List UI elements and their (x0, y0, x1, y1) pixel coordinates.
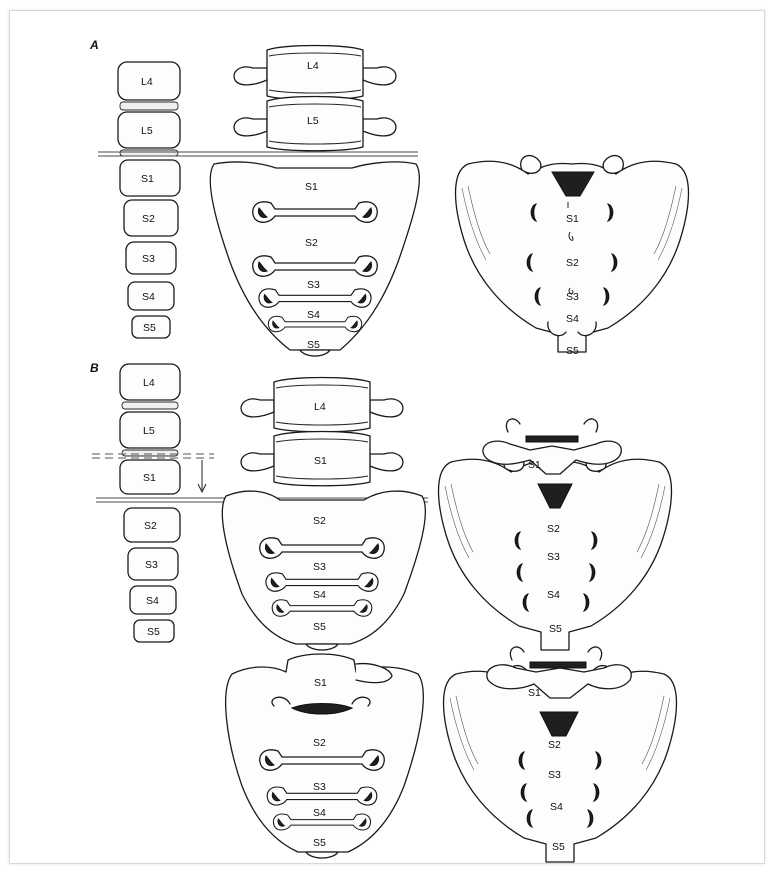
panel-label-b: B (90, 361, 99, 375)
posterior-c-label: S5 (552, 841, 565, 853)
anterior-view-b: L4 S1 S2 S3 S4 S5 (222, 378, 425, 651)
column-a-label: S3 (142, 253, 155, 265)
anterior-view-a: L4 L5 S1 S2 S3 S4 S5 (210, 46, 419, 357)
anterior-c-label: S1 (314, 677, 327, 689)
anterior-c-label: S3 (313, 781, 326, 793)
column-b-label: S5 (147, 626, 160, 638)
column-a-label: S5 (143, 322, 156, 334)
column-b-label: S2 (144, 520, 157, 532)
anterior-c-label: S2 (313, 737, 326, 749)
column-a-label: S1 (141, 173, 154, 185)
posterior-b-label: S1 (528, 459, 541, 471)
anterior-a-label: S1 (305, 181, 318, 193)
panel-label-a: A (89, 38, 99, 52)
posterior-b-label: S3 (547, 551, 560, 563)
posterior-c-label: S3 (548, 769, 561, 781)
column-b-label: S1 (143, 472, 156, 484)
posterior-a-label: S4 (566, 313, 579, 325)
anterior-b-label: S2 (313, 515, 326, 527)
anterior-view-c: S1 S2 S3 S4 S5 (226, 654, 424, 858)
column-b-disc (122, 450, 178, 456)
column-a-label: S2 (142, 213, 155, 225)
posterior-c-label: S4 (550, 801, 563, 813)
column-a: L4 L5 S1 S2 S3 S4 S5 (118, 62, 180, 338)
posterior-b-label: S5 (549, 623, 562, 635)
column-b-label: S4 (146, 595, 159, 607)
anterior-a-label: L4 (307, 60, 319, 72)
anterior-b-label: S4 (313, 589, 326, 601)
posterior-a-label: S3 (566, 291, 579, 303)
anterior-a-l4-vertebra (234, 46, 396, 100)
anterior-b-label: S1 (314, 455, 327, 467)
column-a-label: S4 (142, 291, 155, 303)
anterior-a-label: S4 (307, 309, 320, 321)
column-b-label: S3 (145, 559, 158, 571)
posterior-b-label: S2 (547, 523, 560, 535)
column-a-label: L5 (141, 125, 153, 137)
column-b-label: L5 (143, 425, 155, 437)
anterior-b-label: L4 (314, 401, 326, 413)
posterior-c-label: S2 (548, 739, 561, 751)
anterior-c-label: S5 (313, 837, 326, 849)
posterior-view-c: S1 S2 S3 S4 S5 (444, 647, 677, 862)
anterior-b-label: S5 (313, 621, 326, 633)
anterior-c-label: S4 (313, 807, 326, 819)
column-b-disc (122, 402, 178, 409)
column-a-disc (120, 102, 178, 110)
anterior-a-label: S5 (307, 339, 320, 351)
posterior-view-a: S1 S2 S3 S4 S5 (456, 156, 689, 357)
posterior-a-label: S1 (566, 213, 579, 225)
posterior-b-label: S4 (547, 589, 560, 601)
anterior-a-label: L5 (307, 115, 319, 127)
posterior-a-label: S5 (566, 345, 579, 357)
column-a-disc (120, 150, 178, 156)
posterior-view-b: S1 S2 S3 S4 S5 (439, 419, 672, 650)
posterior-c-label: S1 (528, 687, 541, 699)
column-b-label: L4 (143, 377, 155, 389)
posterior-a-label: S2 (566, 257, 579, 269)
anterior-a-label: S3 (307, 279, 320, 291)
column-b: L4 L5 S1 S2 S3 S4 S5 (120, 364, 180, 642)
anterior-a-label: S2 (305, 237, 318, 249)
anterior-b-label: S3 (313, 561, 326, 573)
column-a-label: L4 (141, 76, 153, 88)
